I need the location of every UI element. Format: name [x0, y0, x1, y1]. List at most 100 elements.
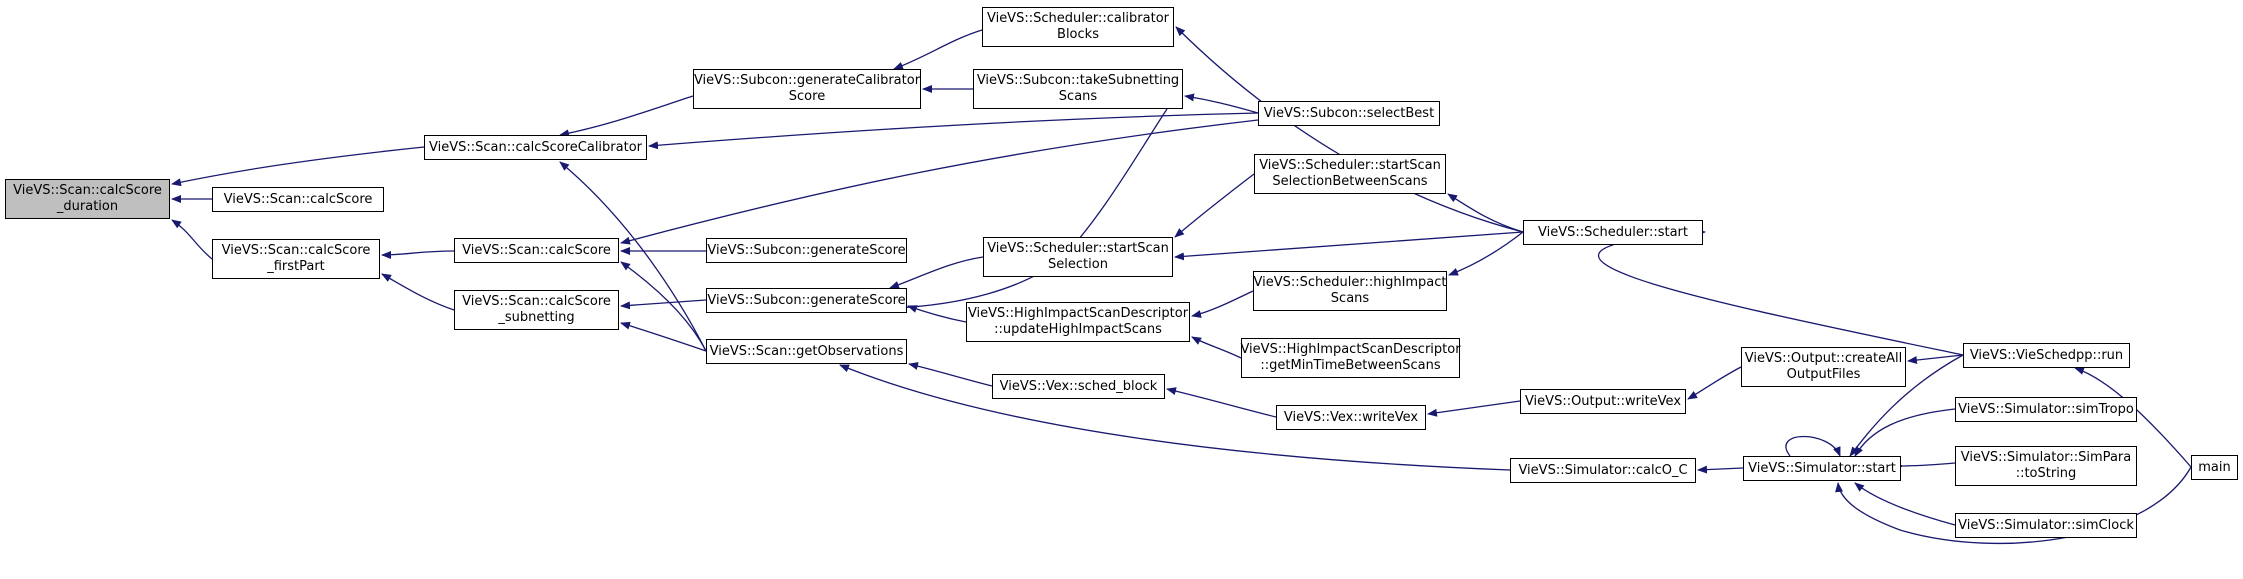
call-edge	[381, 250, 455, 259]
node-simulator-start[interactable]: VieVS::Simulator::start	[1743, 456, 1901, 481]
node-simparatostring[interactable]: VieVS::Simulator::SimPara ::toString	[1955, 446, 2137, 486]
call-edge	[1835, 466, 2192, 545]
call-edge	[1447, 193, 1524, 233]
node-label: Selection	[1048, 257, 1108, 272]
node-output-writevex[interactable]: VieVS::Output::writeVex	[1520, 389, 1686, 414]
call-edge	[1184, 93, 1259, 114]
node-label: _firstPart	[267, 259, 325, 274]
node-calcscore-main[interactable]: VieVS::Scan::calcScore	[454, 238, 619, 263]
node-label: VieVS::Scan::calcScore	[13, 183, 162, 198]
node-label: VieVS::Simulator::SimPara	[1960, 450, 2132, 465]
call-edge	[1448, 231, 1524, 276]
call-edge	[1174, 173, 1255, 238]
call-edge	[1191, 290, 1254, 318]
call-edge	[893, 29, 983, 70]
node-generatescore-a[interactable]: VieVS::Subcon::generateScore	[706, 238, 907, 263]
call-edge	[1849, 354, 1964, 457]
call-edge	[907, 305, 967, 323]
node-vieschedpp-run[interactable]: VieVS::VieSchedpp::run	[1963, 343, 2130, 368]
node-label: VieVS::Subcon::generateScore	[707, 292, 906, 308]
call-edge	[1175, 26, 1524, 233]
node-label: ::updateHighImpactScans	[994, 322, 1162, 337]
call-edge	[1597, 228, 1964, 356]
call-edge	[1191, 336, 1242, 359]
node-label: VieVS::Scheduler::highImpact	[1253, 275, 1447, 290]
node-label: VieVS::Simulator::calcO_C	[1518, 462, 1688, 478]
node-startscanselection[interactable]: VieVS::Scheduler::startScan Selection	[983, 237, 1173, 277]
call-edge	[620, 261, 707, 352]
node-label: Score	[788, 89, 826, 104]
node-label: VieVS::Scheduler::calibrator	[986, 11, 1170, 26]
node-label: VieVS::Scan::calcScore	[223, 191, 373, 207]
node-updatehighimpactscans[interactable]: VieVS::HighImpactScanDescriptor ::update…	[966, 302, 1190, 342]
call-edge	[1697, 465, 1744, 474]
node-highimpactscans[interactable]: VieVS::Scheduler::highImpact Scans	[1253, 271, 1447, 311]
node-selectbest[interactable]: VieVS::Subcon::selectBest	[1258, 101, 1440, 126]
node-label: VieVS::Scan::calcScoreCalibrator	[429, 139, 642, 155]
call-edge	[1427, 400, 1521, 417]
node-calcoc[interactable]: VieVS::Simulator::calcO_C	[1510, 458, 1696, 483]
node-label: VieVS::Scheduler::start	[1537, 224, 1688, 240]
node-scheduler-start[interactable]: VieVS::Scheduler::start	[1523, 220, 1703, 245]
call-edge	[620, 321, 707, 352]
call-edge	[889, 256, 984, 289]
call-edge	[894, 108, 1168, 312]
call-edge	[1854, 482, 1956, 526]
call-edge	[1854, 408, 1956, 457]
node-label: ::toString	[2015, 466, 2077, 481]
node-label: VieVS::Output::createAll	[1744, 351, 1903, 366]
node-label: main	[2198, 459, 2231, 475]
node-label: VieVS::HighImpactScanDescriptor	[1240, 342, 1461, 357]
node-getmintimebetweenscans[interactable]: VieVS::HighImpactScanDescriptor ::getMin…	[1240, 338, 1461, 378]
call-edge	[1907, 354, 1964, 365]
node-label: VieVS::Subcon::selectBest	[1263, 105, 1435, 121]
call-edge	[1174, 231, 1524, 261]
node-schedblock[interactable]: VieVS::Vex::sched_block	[992, 374, 1165, 399]
call-edge	[171, 219, 213, 260]
node-main[interactable]: main	[2191, 455, 2238, 480]
node-simclock[interactable]: VieVS::Simulator::simClock	[1955, 513, 2137, 538]
node-calibratorblocks[interactable]: VieVS::Scheduler::calibrator Blocks	[982, 7, 1174, 47]
node-generatescore-b[interactable]: VieVS::Subcon::generateScore	[706, 288, 907, 313]
node-label: VieVS::VieSchedpp::run	[1969, 347, 2124, 363]
call-edge	[1166, 387, 1277, 418]
node-calcscorecalibrator[interactable]: VieVS::Scan::calcScoreCalibrator	[424, 135, 647, 160]
node-label: VieVS::Scan::getObservations	[709, 343, 904, 359]
call-edges	[171, 26, 2192, 545]
call-edge	[1687, 366, 1742, 400]
call-edge	[648, 112, 1259, 150]
node-calcscore-firstpart[interactable]: VieVS::Scan::calcScore _firstPart	[212, 239, 380, 279]
node-label: VieVS::Subcon::generateCalibrator	[693, 73, 921, 88]
node-simtropo[interactable]: VieVS::Simulator::simTropo	[1955, 397, 2137, 422]
node-label: VieVS::Simulator::simTropo	[1958, 401, 2134, 417]
node-label: Scans	[1058, 89, 1098, 104]
node-label: VieVS::Vex::writeVex	[1283, 409, 1419, 425]
node-label: VieVS::HighImpactScanDescriptor	[967, 306, 1189, 321]
call-edge	[381, 273, 455, 311]
node-calcscore-plain[interactable]: VieVS::Scan::calcScore	[212, 187, 384, 212]
node-calcscore-duration: VieVS::Scan::calcScore _duration	[5, 179, 170, 219]
node-label: VieVS::Scan::calcScore	[221, 243, 371, 258]
node-label: Scans	[1330, 291, 1370, 306]
node-writevex-vex[interactable]: VieVS::Vex::writeVex	[1276, 405, 1426, 430]
call-edge	[620, 119, 1259, 245]
node-label: VieVS::Scan::calcScore	[462, 242, 611, 258]
node-takesubnettingscans[interactable]: VieVS::Subcon::takeSubnetting Scans	[973, 69, 1183, 109]
node-label: VieVS::Scan::calcScore	[462, 294, 611, 309]
call-edge	[171, 146, 425, 187]
node-label: _duration	[56, 199, 119, 214]
node-getobservations[interactable]: VieVS::Scan::getObservations	[706, 339, 907, 364]
call-edge	[1893, 461, 1956, 470]
call-edge	[839, 364, 1511, 471]
node-createalloutputfiles[interactable]: VieVS::Output::createAll OutputFiles	[1741, 347, 1906, 387]
node-label: OutputFiles	[1786, 367, 1861, 382]
node-startscanselectionbetweenscans[interactable]: VieVS::Scheduler::startScan SelectionBet…	[1254, 154, 1446, 194]
node-label: VieVS::Scheduler::startScan	[1259, 158, 1441, 173]
node-label: VieVS::Vex::sched_block	[999, 378, 1158, 394]
node-calcscore-subnetting[interactable]: VieVS::Scan::calcScore _subnetting	[454, 290, 619, 330]
node-label: ::getMinTimeBetweenScans	[1260, 358, 1441, 373]
node-label: SelectionBetweenScans	[1272, 174, 1428, 189]
node-label: VieVS::Simulator::simClock	[1958, 517, 2134, 533]
node-generatecalibratorscore[interactable]: VieVS::Subcon::generateCalibrator Score	[693, 69, 921, 109]
